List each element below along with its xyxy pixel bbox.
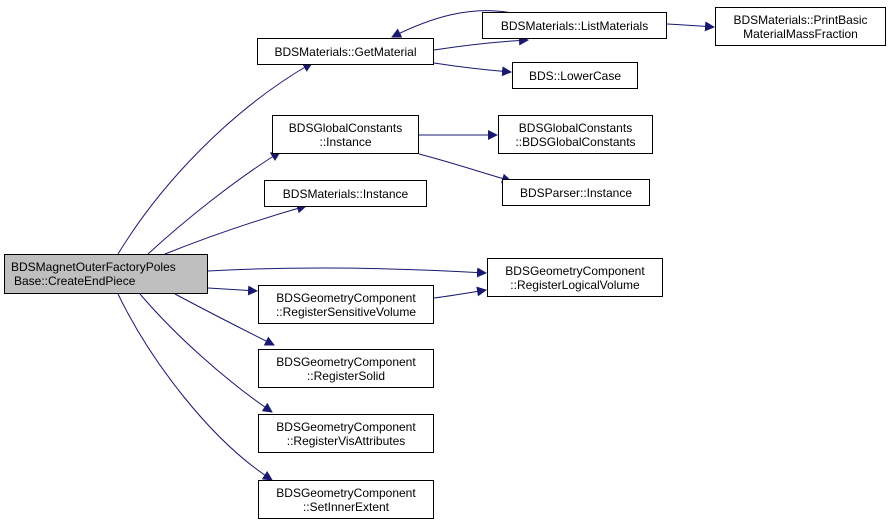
- edge-getmaterial-to-listmaterials: [433, 35, 529, 51]
- node-gc-instance-line1: BDSGlobalConstants: [288, 120, 403, 135]
- node-reg-logical-line2: ::RegisterLogicalVolume: [510, 277, 640, 292]
- node-gc-ctor-line2: ::BDSGlobalConstants: [515, 134, 636, 149]
- node-print-basic-line1: BDSMaterials::PrintBasic: [733, 12, 868, 27]
- node-set-inner-line1: BDSGeometryComponent: [276, 485, 416, 500]
- edge-regsensitive-to-reglogical: [433, 286, 487, 299]
- edge-listmaterials-to-printbasic: [666, 21, 715, 32]
- node-create-end-piece-line2: Base::CreateEndPiece: [14, 274, 136, 288]
- node-set-inner-line2: ::SetInnerExtent: [302, 499, 390, 514]
- edge-gcinstance-to-parserinstance: [418, 153, 512, 184]
- node-lower-case-label: BDS::LowerCase: [528, 68, 622, 83]
- node-global-constants-instance[interactable]: BDSGlobalConstants ::Instance: [272, 115, 419, 154]
- node-lower-case[interactable]: BDS::LowerCase: [512, 62, 638, 89]
- node-reg-solid-line1: BDSGeometryComponent: [276, 354, 416, 369]
- node-reg-vis-line2: ::RegisterVisAttributes: [286, 433, 406, 448]
- edge-root-to-regvis: [139, 293, 273, 413]
- node-register-solid[interactable]: BDSGeometryComponent ::RegisterSolid: [258, 349, 434, 388]
- node-register-logical-volume[interactable]: BDSGeometryComponent ::RegisterLogicalVo…: [487, 258, 663, 297]
- node-get-material-label: BDSMaterials::GetMaterial: [274, 44, 417, 59]
- node-parser-instance[interactable]: BDSParser::Instance: [502, 179, 650, 206]
- edge-root-to-matinstance: [164, 203, 307, 255]
- edge-root-to-getmaterial: [117, 62, 313, 255]
- node-list-materials-label: BDSMaterials::ListMaterials: [500, 18, 649, 33]
- edge-root-to-regsolid: [174, 293, 275, 346]
- edge-getmaterial-to-lowercase: [433, 62, 512, 77]
- node-materials-instance-label: BDSMaterials::Instance: [282, 186, 409, 201]
- node-register-sensitive-volume[interactable]: BDSGeometryComponent ::RegisterSensitive…: [258, 285, 434, 324]
- node-parser-instance-label: BDSParser::Instance: [519, 185, 633, 200]
- node-list-materials[interactable]: BDSMaterials::ListMaterials: [482, 12, 667, 39]
- node-set-inner-extent[interactable]: BDSGeometryComponent ::SetInnerExtent: [258, 480, 434, 519]
- edge-listmaterials-to-getmaterial: [391, 10, 513, 38]
- node-register-vis-attributes[interactable]: BDSGeometryComponent ::RegisterVisAttrib…: [258, 414, 434, 453]
- edge-root-to-setinner: [117, 293, 273, 481]
- node-get-material[interactable]: BDSMaterials::GetMaterial: [257, 38, 434, 65]
- node-gc-instance-line2: ::Instance: [319, 134, 372, 149]
- edge-root-to-reglogical: [207, 267, 487, 278]
- node-gc-ctor-line1: BDSGlobalConstants: [518, 120, 633, 135]
- node-create-end-piece[interactable]: BDSMagnetOuterFactoryPoles Base::CreateE…: [4, 254, 208, 294]
- node-create-end-piece-line1: BDSMagnetOuterFactoryPoles: [11, 260, 176, 274]
- node-print-basic-material-mass-fraction[interactable]: BDSMaterials::PrintBasic MaterialMassFra…: [715, 7, 886, 46]
- node-reg-logical-line1: BDSGeometryComponent: [505, 263, 645, 278]
- node-global-constants-ctor[interactable]: BDSGlobalConstants ::BDSGlobalConstants: [498, 115, 653, 154]
- node-print-basic-line2: MaterialMassFraction: [743, 26, 858, 41]
- node-reg-vis-line1: BDSGeometryComponent: [276, 419, 416, 434]
- node-reg-sensitive-line2: ::RegisterSensitiveVolume: [275, 304, 417, 319]
- edge-root-to-gcinstance: [147, 151, 281, 255]
- node-reg-solid-line2: ::RegisterSolid: [306, 368, 386, 383]
- edge-root-to-regsensitive: [207, 285, 258, 296]
- node-reg-sensitive-line1: BDSGeometryComponent: [276, 290, 416, 305]
- node-materials-instance[interactable]: BDSMaterials::Instance: [264, 180, 427, 207]
